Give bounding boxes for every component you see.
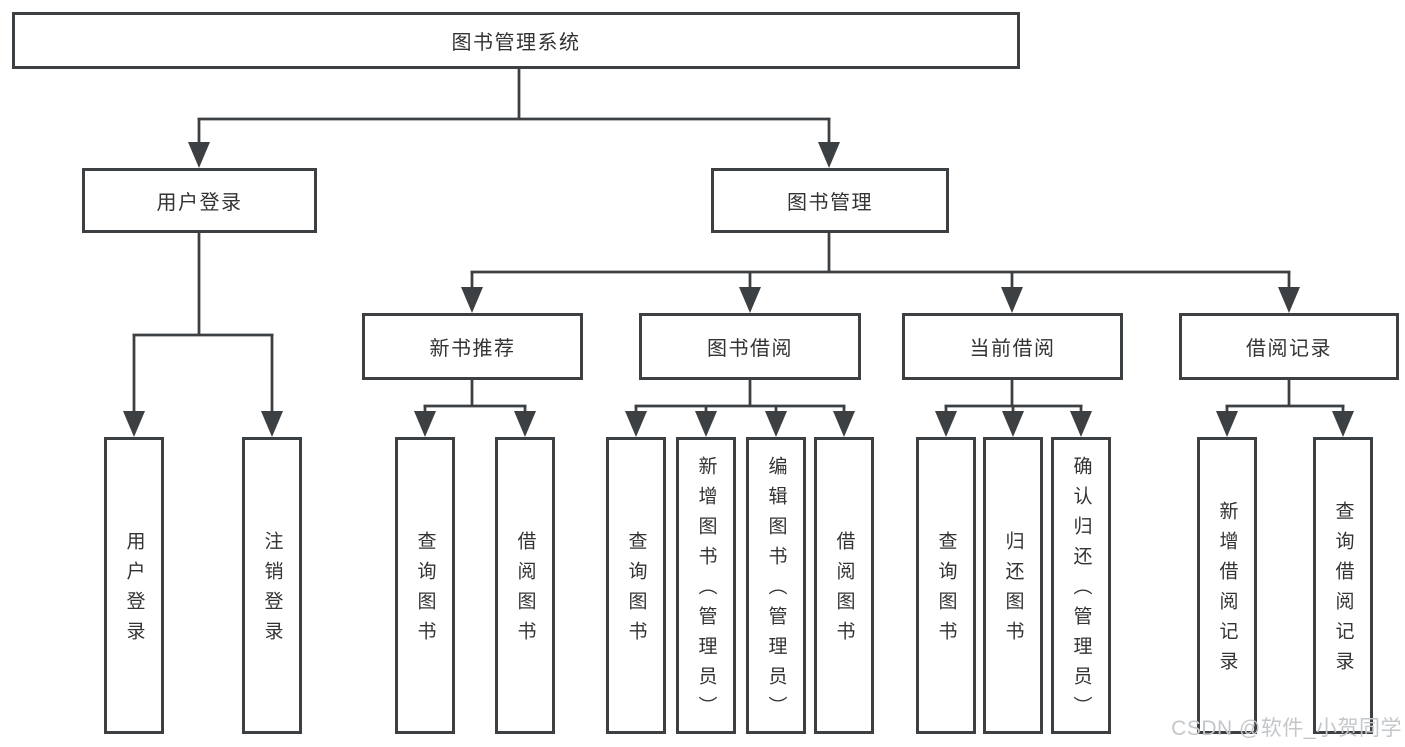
node-logout-action: 注销登录 bbox=[242, 437, 302, 734]
node-new-book-recommend-label: 新书推荐 bbox=[429, 338, 516, 360]
node-borrowing-query-books-label: 查询图书 bbox=[625, 531, 647, 651]
node-current-return-books-label: 归还图书 bbox=[1002, 531, 1024, 651]
node-user-login-label: 用户登录 bbox=[156, 192, 243, 214]
node-records-add-record-label: 新增借阅记录 bbox=[1216, 501, 1238, 681]
node-book-management: 图书管理 bbox=[711, 168, 949, 233]
node-new-book-recommend: 新书推荐 bbox=[362, 313, 583, 380]
node-borrowing-edit-books-admin-label: 编辑图书（管理员） bbox=[765, 456, 787, 726]
csdn-watermark: CSDN @软件_小贺同学 bbox=[1171, 717, 1402, 740]
node-recommend-borrow-books-label: 借阅图书 bbox=[514, 531, 536, 651]
node-borrowing-records-label: 借阅记录 bbox=[1246, 338, 1332, 360]
node-borrowing-borrow-books-label: 借阅图书 bbox=[833, 531, 855, 651]
node-recommend-borrow-books: 借阅图书 bbox=[495, 437, 555, 734]
node-current-confirm-return-admin: 确认归还（管理员） bbox=[1051, 437, 1111, 734]
node-borrowing-records: 借阅记录 bbox=[1179, 313, 1399, 380]
node-login-action: 用户登录 bbox=[104, 437, 164, 734]
node-records-query-record-label: 查询借阅记录 bbox=[1332, 501, 1354, 681]
node-root-label: 图书管理系统 bbox=[451, 32, 581, 54]
node-current-query-books-label: 查询图书 bbox=[935, 531, 957, 651]
node-current-query-books: 查询图书 bbox=[916, 437, 976, 734]
node-records-query-record: 查询借阅记录 bbox=[1313, 437, 1373, 734]
node-borrowing-add-books-admin: 新增图书（管理员） bbox=[676, 437, 736, 734]
node-current-borrowing: 当前借阅 bbox=[902, 313, 1123, 380]
node-borrowing-borrow-books: 借阅图书 bbox=[814, 437, 874, 734]
node-borrowing-edit-books-admin: 编辑图书（管理员） bbox=[746, 437, 806, 734]
node-root: 图书管理系统 bbox=[12, 12, 1020, 69]
node-borrowing-add-books-admin-label: 新增图书（管理员） bbox=[695, 456, 717, 726]
node-user-login: 用户登录 bbox=[82, 168, 317, 233]
node-recommend-query-books-label: 查询图书 bbox=[414, 531, 436, 651]
node-records-add-record: 新增借阅记录 bbox=[1197, 437, 1257, 734]
node-current-confirm-return-admin-label: 确认归还（管理员） bbox=[1070, 456, 1092, 726]
node-recommend-query-books: 查询图书 bbox=[395, 437, 455, 734]
tree-edges bbox=[132, 68, 1345, 413]
node-current-borrowing-label: 当前借阅 bbox=[969, 338, 1056, 360]
node-book-borrowing-label: 图书借阅 bbox=[707, 338, 793, 360]
node-book-borrowing: 图书借阅 bbox=[639, 313, 861, 380]
node-login-action-label: 用户登录 bbox=[123, 531, 145, 651]
node-book-management-label: 图书管理 bbox=[787, 192, 873, 214]
node-borrowing-query-books: 查询图书 bbox=[606, 437, 666, 734]
node-logout-action-label: 注销登录 bbox=[261, 531, 283, 651]
node-current-return-books: 归还图书 bbox=[983, 437, 1043, 734]
